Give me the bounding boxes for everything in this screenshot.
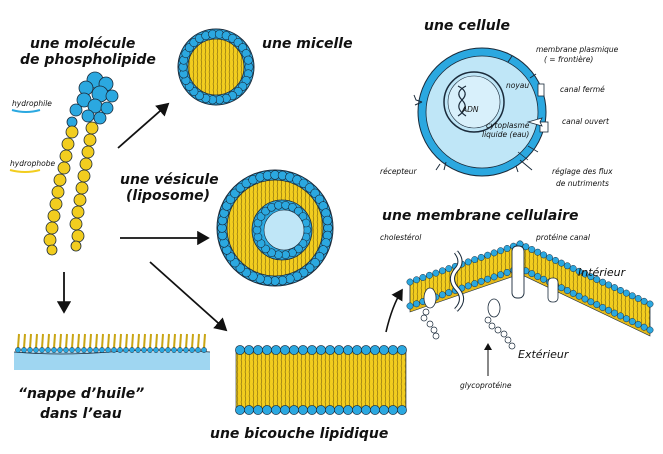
vesicle — [216, 169, 334, 287]
bilayer-label: une bicouche lipidique — [210, 426, 388, 442]
canal-ferme-label: canal fermé — [560, 85, 605, 94]
glycoproteine-label: glycoprotéine — [460, 381, 512, 390]
recepteur-label: récepteur — [380, 167, 418, 176]
proteine-canal-label: protéine canal — [535, 233, 591, 242]
cell-membrane-slab — [406, 240, 654, 350]
micelle-label: une micelle — [262, 36, 353, 52]
phospholipid-title-line1: une molécule — [30, 36, 135, 52]
noyau-label: noyau — [506, 81, 529, 90]
cytoplasme-label-line1: cytoplasme — [486, 121, 530, 130]
cholesterol-icon — [423, 287, 437, 309]
cell — [413, 47, 549, 177]
phospholipid-molecule — [43, 71, 119, 256]
glycoprotein-chain — [420, 308, 516, 350]
lipid-bilayer — [235, 345, 407, 415]
closed-channel — [537, 83, 545, 97]
hydrophile-label: hydrophile — [12, 99, 52, 108]
oil-label-line1: “nappe d’huile” — [18, 386, 144, 402]
cholesterol-label: cholestérol — [380, 233, 422, 242]
vesicle-label-line1: une vésicule — [120, 172, 219, 188]
frontiere-label: ( = frontière) — [544, 55, 593, 64]
hydrophile-underline — [11, 109, 41, 113]
arrow-to-bilayer — [149, 261, 228, 332]
vesicle-label-line2: (liposome) — [126, 188, 210, 204]
protein-chain-icon — [451, 251, 463, 312]
oil-film — [13, 333, 211, 370]
reglage-label-line2: de nutriments — [556, 179, 609, 188]
arrow-to-micelle — [117, 102, 170, 149]
cell-label: une cellule — [424, 18, 510, 34]
arrow-to-cell-membrane — [385, 288, 403, 333]
micelle — [177, 28, 255, 106]
flux-arrows-icon — [515, 159, 533, 173]
phospholipid-title-line2: de phospholipide — [20, 52, 156, 68]
interieur-label: Intérieur — [578, 266, 627, 279]
hydrophobe-underline — [9, 169, 41, 173]
adn-label: ADN — [461, 105, 479, 114]
canal-ouvert-label: canal ouvert — [562, 117, 610, 126]
hydrophilic-head — [66, 71, 119, 128]
hydrophobe-label: hydrophobe — [10, 159, 55, 168]
oil-label-line2: dans l’eau — [40, 406, 122, 422]
reglage-label-line1: réglage des flux — [552, 167, 613, 176]
open-channel — [539, 121, 549, 133]
exterieur-label: Extérieur — [518, 348, 570, 361]
channel-protein-icon — [511, 245, 525, 299]
cytoplasme-label-line2: liquide (eau) — [482, 130, 529, 139]
hydrophobic-tails — [43, 121, 99, 256]
receptor-icon — [413, 94, 423, 106]
cell-membrane-label: une membrane cellulaire — [382, 208, 579, 224]
membrane-plasmique-label: membrane plasmique — [536, 45, 619, 54]
